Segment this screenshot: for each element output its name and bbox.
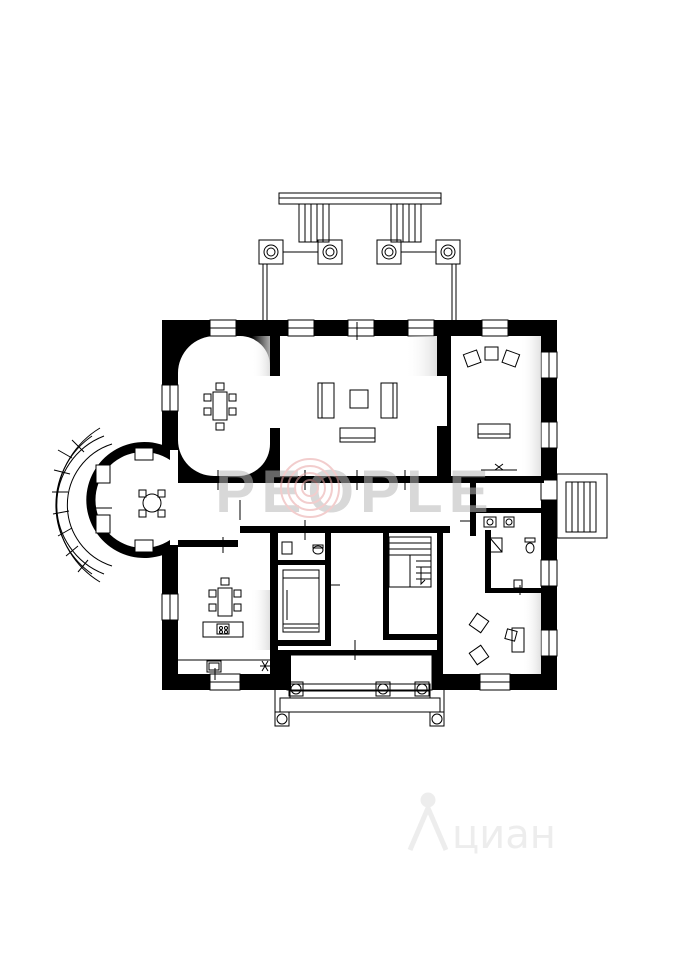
office-desk-icon	[468, 612, 525, 666]
column	[429, 711, 445, 727]
shading	[250, 336, 541, 674]
column	[288, 681, 304, 697]
kitchen-table-icon	[202, 577, 244, 638]
bay-stairs	[52, 427, 113, 583]
dining-table-icon	[203, 382, 237, 431]
exterior-walls	[86, 320, 557, 690]
column	[376, 239, 402, 265]
side-steps	[556, 473, 608, 539]
column	[317, 239, 343, 265]
wardrobe-icon	[282, 569, 320, 633]
brand-watermark: PEOPLE	[215, 458, 494, 525]
entrance-porch	[274, 654, 445, 727]
terrace-steps-right	[390, 203, 422, 243]
round-table-icon	[138, 489, 166, 518]
tv-icon	[481, 463, 517, 471]
listing-watermark: циан	[407, 792, 556, 858]
terrace-steps-left	[298, 203, 330, 243]
armchair-icon	[462, 346, 521, 439]
brand-watermark-text: PEOPLE	[215, 458, 494, 525]
listing-watermark-text: циан	[452, 812, 556, 858]
rear-terrace	[258, 192, 461, 322]
column	[435, 239, 461, 265]
cian-logo-icon	[407, 792, 449, 851]
column	[258, 239, 284, 265]
bathroom-fixtures-icon	[483, 516, 536, 589]
kitchen-counter-icon	[178, 659, 270, 673]
toilet-icon	[281, 541, 324, 555]
door-markers	[95, 322, 521, 680]
windows	[161, 319, 558, 691]
bay-windows	[95, 447, 154, 553]
sofa-icon	[317, 382, 398, 443]
column	[274, 711, 290, 727]
column	[414, 681, 430, 697]
interior-walls	[178, 336, 544, 674]
fingerprint-icon	[280, 458, 340, 518]
staircase	[388, 536, 432, 588]
column	[375, 681, 391, 697]
